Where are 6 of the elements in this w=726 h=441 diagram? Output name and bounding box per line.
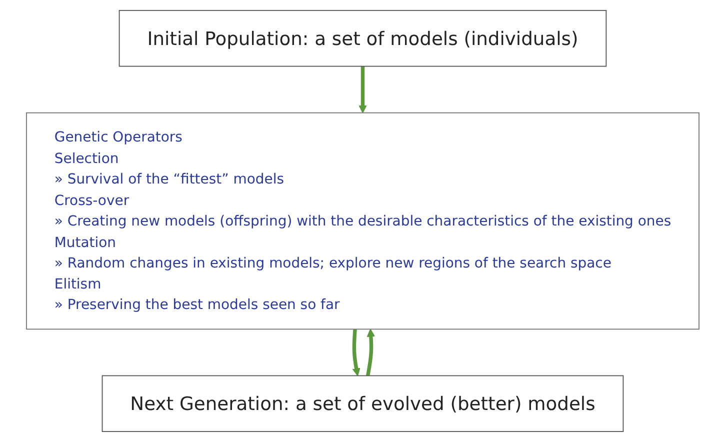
node-box: Genetic Operators Selection » Survival of the “fittest” models Cross-over » Creating new models (offspring) with the desirable characteristics of the existing ones Mutation » Random changes in existing models; explore new regions of the search space Elitism » Preserving the best models seen so far [26, 112, 700, 330]
node-box: Next Generation: a set of evolved (better) models [102, 374, 624, 432]
arrow [352, 328, 361, 376]
arrow [366, 328, 376, 376]
arrow [358, 66, 368, 113]
node-box: Initial Population: a set of models (individuals) [119, 9, 607, 66]
